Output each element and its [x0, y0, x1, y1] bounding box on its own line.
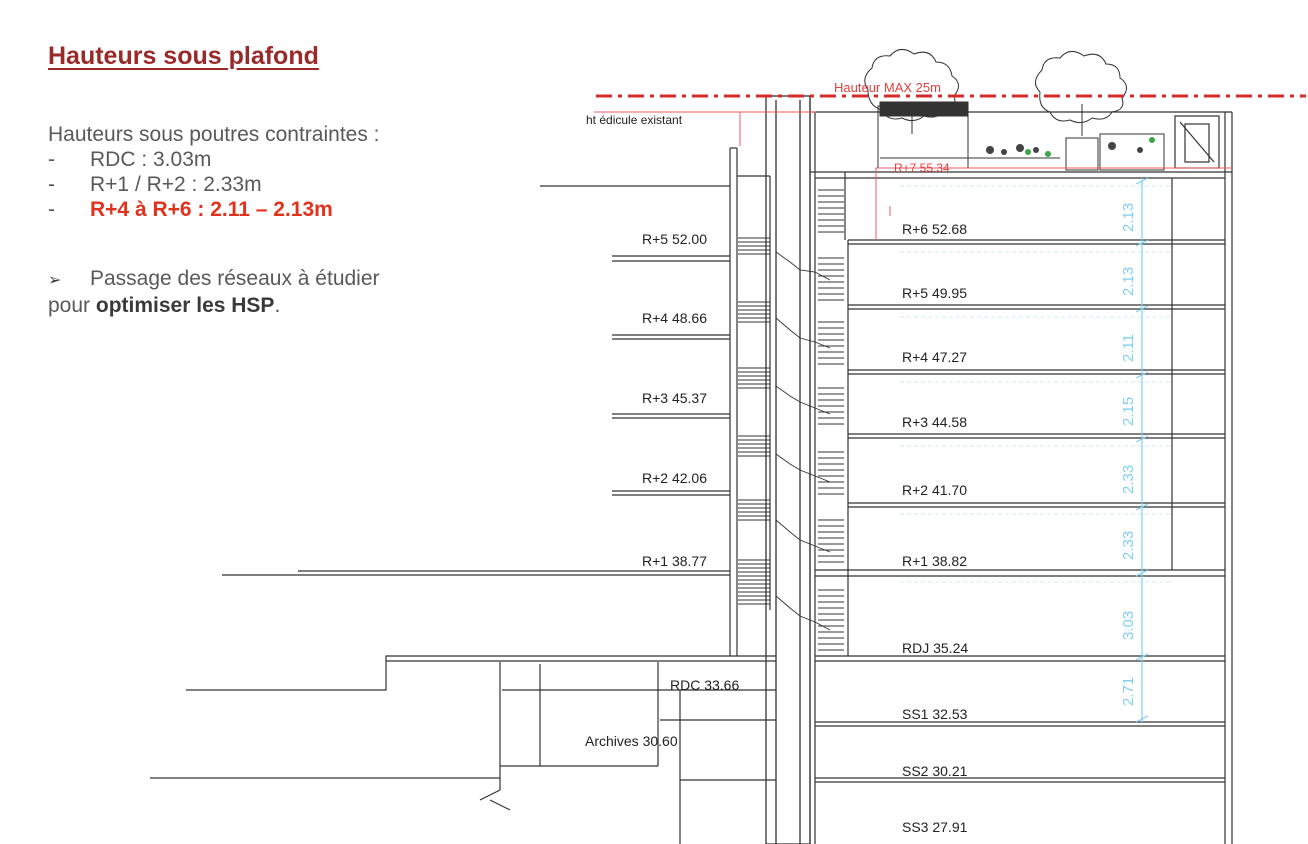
left-level-label: R+4 48.66	[642, 310, 707, 326]
right-building	[809, 100, 1233, 844]
roof-level-label: R+7 55.34	[894, 161, 950, 175]
right-level-label: R+6 52.68	[902, 221, 967, 237]
left-stair-block	[729, 147, 771, 656]
right-level-label: RDJ 35.24	[902, 640, 968, 656]
bullet-dash: -	[48, 173, 55, 196]
list-item-text-highlight: R+4 à R+6 : 2.11 – 2.13m	[90, 198, 333, 221]
dimension-label: 2.15	[1120, 397, 1137, 426]
plant-icon	[986, 142, 1143, 155]
max-height-label: Hauteur MAX 25m	[834, 80, 941, 95]
list-item-text: R+1 / R+2 : 2.33m	[90, 173, 262, 196]
note-bold: optimiser les HSP	[95, 294, 275, 317]
arrow-bullet-icon: ➢	[48, 272, 62, 289]
constraints-intro: Hauteurs sous poutres contraintes :	[48, 123, 380, 146]
dimension-label: 2.33	[1120, 531, 1137, 560]
ceiling-lines	[900, 185, 1170, 583]
left-level-label: R+1 38.77	[642, 553, 707, 569]
list-item-text: RDC : 3.03m	[90, 148, 212, 171]
left-level-label: R+2 42.06	[642, 470, 707, 486]
dimension-chain	[1135, 177, 1149, 723]
dimension-label: 2.13	[1120, 267, 1137, 296]
edicule-label: ht édicule existant	[586, 113, 683, 127]
network-note: ➢ Passage des réseaux à étudier pour opti…	[48, 266, 380, 318]
right-level-label: R+3 44.58	[902, 414, 967, 430]
tree-icon	[1035, 51, 1127, 136]
list-item: - R+4 à R+6 : 2.11 – 2.13m	[48, 197, 380, 222]
right-level-label: SS2 30.21	[902, 763, 968, 779]
right-level-label: R+5 49.95	[902, 285, 967, 301]
tree-icon	[864, 49, 959, 134]
list-item: - R+1 / R+2 : 2.33m	[48, 172, 380, 197]
right-level-label: SS1 32.53	[902, 706, 968, 722]
note-line1: Passage des réseaux à étudier	[90, 267, 380, 290]
roof-garden	[877, 101, 1165, 171]
bullet-dash: -	[48, 148, 55, 171]
constraints-list: Hauteurs sous poutres contraintes : - RDC…	[48, 122, 380, 222]
right-level-label: R+1 38.82	[902, 553, 967, 569]
dimension-label: 2.11	[1120, 334, 1137, 362]
list-item: - RDC : 3.03m	[48, 147, 380, 172]
note-suffix: .	[274, 294, 281, 317]
left-level-label: R+5 52.00	[642, 231, 707, 247]
dimension-label: 3.03	[1120, 611, 1137, 640]
page-title: Hauteurs sous plafond	[48, 42, 319, 70]
left-level-label: R+3 45.37	[642, 390, 707, 406]
dimension-label: 2.33	[1120, 465, 1137, 494]
terrain-lines	[150, 185, 776, 844]
red-outline	[594, 111, 1232, 240]
greenery-icon	[1025, 137, 1155, 157]
right-level-label: R+4 47.27	[902, 349, 967, 365]
dimension-label: 2.71	[1120, 677, 1137, 706]
right-level-label: SS3 27.91	[902, 819, 968, 835]
note-prefix: pour	[48, 294, 96, 317]
left-level-label: RDC 33.66	[670, 677, 739, 693]
bullet-dash: -	[48, 198, 55, 221]
dimension-label: 2.13	[1120, 203, 1137, 232]
left-level-label: Archives 30.60	[585, 733, 678, 749]
right-level-label: R+2 41.70	[902, 482, 967, 498]
